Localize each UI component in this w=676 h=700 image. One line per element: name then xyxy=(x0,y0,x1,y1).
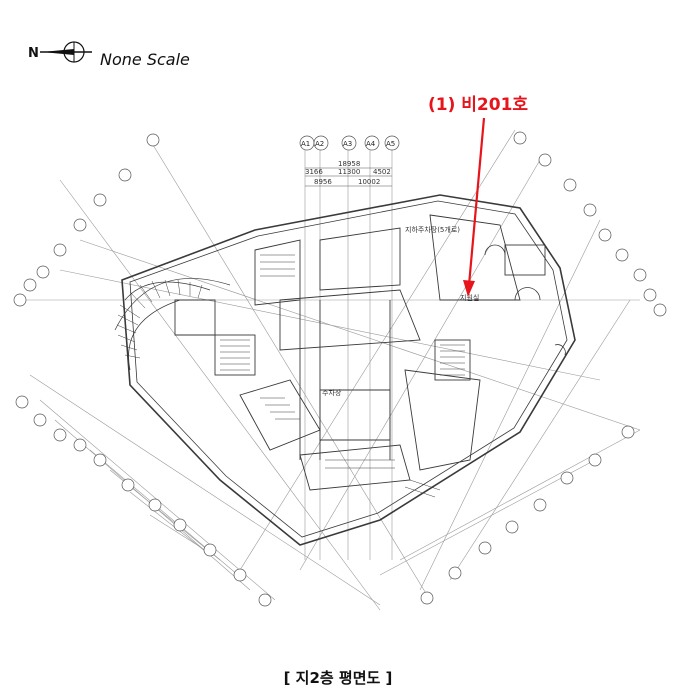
top-grid-labels: A1 A2 A3 A4 A5 xyxy=(299,135,400,151)
stair-cores xyxy=(220,254,465,498)
callout-arrow xyxy=(463,117,486,297)
dim-d: 8956 xyxy=(314,178,332,186)
grid-label-a4: A4 xyxy=(366,140,376,148)
top-dimensions: 18958 3166 11300 4502 8956 10002 xyxy=(305,160,392,187)
room-label-2: 지원실 xyxy=(460,293,479,302)
perimeter-grid-bubbles xyxy=(13,131,667,607)
grid-label-a5: A5 xyxy=(386,140,395,148)
dim-c: 4502 xyxy=(373,168,391,176)
grid-label-a1: A1 xyxy=(301,140,310,148)
grid-lines xyxy=(20,129,641,611)
room-label-3: 주차장 xyxy=(322,388,342,397)
dim-a: 3166 xyxy=(305,168,323,176)
curved-features xyxy=(484,244,566,356)
ramp xyxy=(114,278,231,371)
north-letter: N xyxy=(28,46,39,61)
dim-total: 18958 xyxy=(338,160,360,168)
grid-label-a2: A2 xyxy=(315,140,324,148)
dim-b: 11300 xyxy=(338,168,360,176)
unit-callout-label: (1) 비201호 xyxy=(428,95,529,115)
room-label-1: 지하주차장(5개로) xyxy=(405,225,460,234)
dim-e: 10002 xyxy=(358,178,380,186)
scale-label: None Scale xyxy=(100,50,190,69)
interior-walls xyxy=(174,214,546,491)
grid-label-a3: A3 xyxy=(343,140,352,148)
plan-title: [ 지2층 평면도 ] xyxy=(283,669,393,687)
north-arrow-icon: N xyxy=(28,41,92,63)
building-outline xyxy=(121,194,576,546)
